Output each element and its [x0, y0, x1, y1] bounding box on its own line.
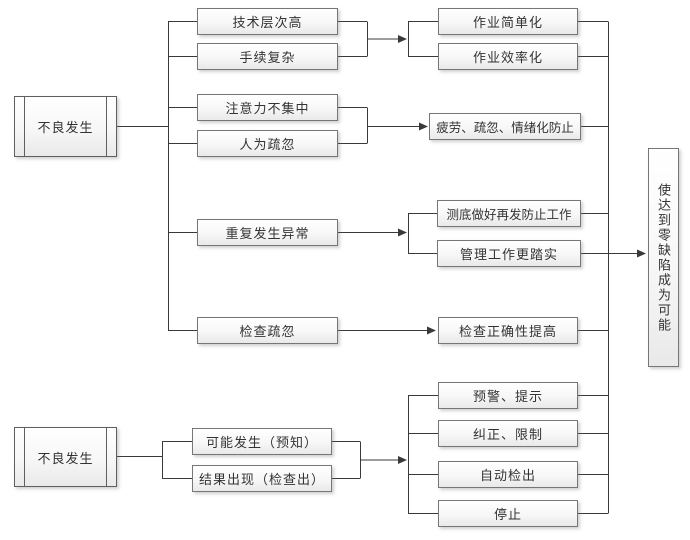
node-fatigue-prevention: 疲劳、疏忽、情绪化防止: [429, 113, 581, 140]
node-label: 纠正、限制: [472, 427, 543, 442]
node-label: 不良发生: [37, 450, 94, 466]
node-bad-occurrence-bottom: 不良发生: [14, 427, 117, 487]
node-label: 可能发生（预知）: [205, 435, 318, 450]
node-label: 作业简单化: [472, 15, 543, 30]
node-label: 疲劳、疏忽、情绪化防止: [436, 121, 574, 135]
node-operation-simplification: 作业简单化: [438, 8, 578, 35]
node-zero-defect-goal: 使达到零缺陷成为可能: [648, 148, 679, 367]
node-label: 检查疏忽: [239, 324, 296, 339]
connector-detect-to-actions: [332, 395, 438, 514]
node-automatic-detection: 自动检出: [438, 461, 578, 488]
node-warning-prompt: 预警、提示: [438, 382, 578, 409]
node-label: 测底做好再发防止工作: [446, 208, 572, 222]
node-label: 结果出现（检查出）: [198, 472, 325, 487]
node-label: 重复发生异常: [225, 226, 310, 241]
node-inspection-accuracy: 检查正确性提高: [438, 317, 578, 344]
node-label: 技术层次高: [232, 15, 303, 30]
node-human-negligence: 人为疏忽: [197, 130, 338, 157]
node-label: 不良发生: [37, 120, 94, 135]
node-label: 手续复杂: [239, 50, 296, 65]
node-label: 停止: [493, 507, 522, 522]
node-label: 检查正确性提高: [458, 324, 557, 339]
node-procedure-complex: 手续复杂: [197, 43, 338, 70]
node-stop: 停止: [438, 500, 578, 527]
node-possible-occurrence-predicted: 可能发生（预知）: [192, 428, 332, 455]
node-label: 管理工作更踏实: [459, 247, 558, 262]
node-operation-efficiency: 作业效率化: [438, 43, 578, 70]
node-result-appears-detected: 结果出现（检查出）: [192, 465, 332, 492]
node-bad-occurrence-top: 不良发生: [14, 96, 117, 157]
connector-repeat-to-prevent: [338, 213, 437, 254]
node-attention-unfocused: 注意力不集中: [197, 94, 338, 121]
connector-inspect-to-accuracy: [338, 326, 436, 335]
node-recurrence-prevention: 测底做好再发防止工作: [437, 200, 581, 227]
node-label: 作业效率化: [472, 50, 543, 65]
connector-collector-to-goal: [578, 21, 646, 514]
node-correction-restriction: 纠正、限制: [438, 420, 578, 447]
node-label: 自动检出: [479, 468, 536, 483]
connector-trunk-top: [117, 21, 197, 331]
connector-trunk-bottom: [117, 441, 192, 479]
node-label: 预警、提示: [472, 389, 543, 404]
node-repeated-abnormality: 重复发生异常: [197, 219, 338, 246]
node-inspection-negligence: 检查疏忽: [197, 317, 338, 344]
node-label: 注意力不集中: [225, 101, 310, 116]
node-label: 人为疏忽: [239, 137, 296, 152]
connector-tech-to-ops: [338, 21, 438, 57]
node-tech-level-high: 技术层次高: [197, 8, 338, 35]
node-label: 使达到零缺陷成为可能: [656, 182, 671, 333]
node-management-solid: 管理工作更踏实: [437, 240, 581, 267]
connector-human-to-fatigue: [338, 107, 428, 144]
